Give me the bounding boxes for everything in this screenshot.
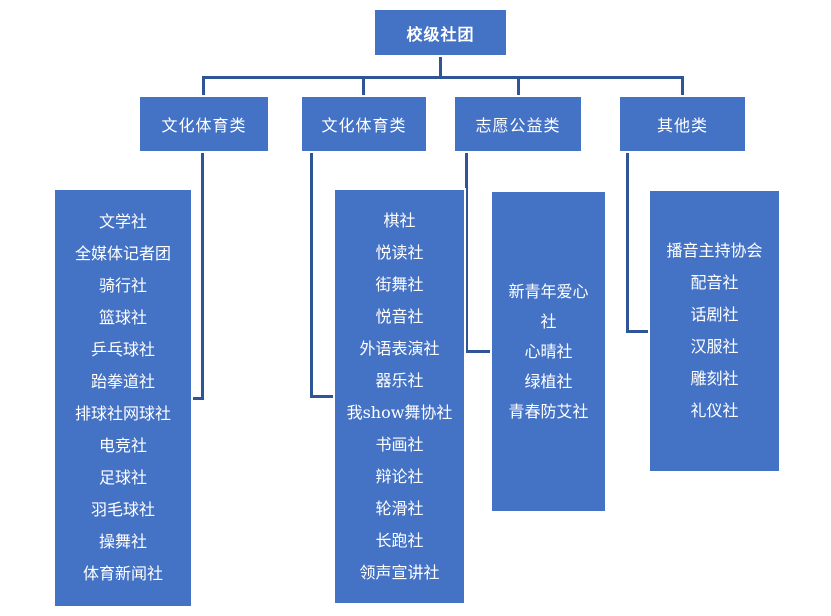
club-item: 雕刻社	[690, 369, 739, 388]
club-item: 棋社	[383, 210, 416, 230]
club-item: 操舞社	[98, 532, 147, 551]
connector-drop-1	[202, 79, 205, 95]
connector-drop-3	[517, 79, 520, 95]
category-node-3: 志愿公益类	[453, 95, 583, 153]
club-item: 跆拳道社	[90, 372, 155, 391]
category-label: 文化体育类	[161, 116, 247, 135]
club-item: 心晴社	[524, 341, 573, 361]
club-item: 羽毛球社	[90, 500, 155, 519]
category-label: 文化体育类	[321, 116, 407, 135]
club-item: 体育新闻社	[82, 564, 163, 583]
club-item: 长跑社	[375, 530, 424, 550]
club-item: 汉服社	[690, 337, 739, 356]
connector-category3-arm	[465, 350, 492, 353]
connector-category3-stem	[465, 153, 468, 353]
connector-category2-arm	[310, 395, 335, 398]
connector-drop-2	[362, 79, 365, 95]
club-list-items: 棋社 悦读社 街舞社 悦音社 外语表演社 器乐社 我show舞协社 书画社 辩论…	[335, 190, 464, 603]
club-item: 轮滑社	[375, 498, 424, 518]
club-item: 我show舞协社	[346, 402, 453, 422]
club-item: 辩论社	[375, 466, 424, 486]
connector-drop-4	[681, 79, 684, 95]
club-item: 悦读社	[375, 242, 424, 262]
club-item: 器乐社	[375, 370, 424, 390]
club-list-1: 文学社 全媒体记者团 骑行社 篮球社 乒乓球社 跆拳道社 排球社网球社 电竞社 …	[53, 188, 193, 608]
club-list-items: 播音主持协会 配音社 话剧社 汉服社 雕刻社 礼仪社	[650, 191, 779, 471]
club-item: 悦音社	[375, 306, 424, 326]
club-list-items: 新青年爱心社 心晴社 绿植社 青春防艾社	[492, 192, 605, 511]
club-item: 篮球社	[98, 308, 147, 327]
category-node-1: 文化体育类	[138, 95, 270, 153]
club-item: 书画社	[375, 434, 424, 454]
club-item: 文学社	[98, 212, 147, 231]
club-item: 排球社网球社	[74, 404, 171, 423]
club-item: 外语表演社	[359, 338, 440, 358]
club-item: 话剧社	[690, 305, 739, 324]
connector-category1-stem	[201, 153, 204, 400]
club-item: 礼仪社	[690, 401, 739, 420]
club-list-4: 播音主持协会 配音社 话剧社 汉服社 雕刻社 礼仪社	[648, 189, 781, 473]
club-item: 绿植社	[524, 371, 573, 391]
connector-category4-stem	[626, 153, 629, 333]
club-list-items: 文学社 全媒体记者团 骑行社 篮球社 乒乓球社 跆拳道社 排球社网球社 电竞社 …	[55, 190, 191, 606]
club-item: 领声宣讲社	[359, 562, 440, 582]
club-item: 骑行社	[98, 276, 147, 295]
club-item: 足球社	[98, 468, 147, 487]
club-item: 青春防艾社	[508, 401, 589, 421]
connector-trunk	[439, 57, 442, 79]
category-label: 志愿公益类	[475, 116, 561, 135]
connector-category2-stem	[310, 153, 313, 398]
club-item: 乒乓球社	[90, 340, 155, 359]
connector-rail	[202, 76, 684, 79]
club-item: 新青年爱心社	[508, 281, 589, 331]
club-item: 电竞社	[98, 436, 147, 455]
connector-category4-arm	[626, 330, 650, 333]
club-item: 配音社	[690, 273, 739, 292]
category-node-4: 其他类	[618, 95, 747, 153]
club-list-3: 新青年爱心社 心晴社 绿植社 青春防艾社	[490, 190, 607, 513]
club-list-2: 棋社 悦读社 街舞社 悦音社 外语表演社 器乐社 我show舞协社 书画社 辩论…	[333, 188, 466, 605]
club-item: 全媒体记者团	[74, 244, 171, 263]
root-node: 校级社团	[373, 8, 508, 57]
club-item: 播音主持协会	[666, 241, 763, 260]
category-label: 其他类	[656, 116, 708, 135]
category-node-2: 文化体育类	[300, 95, 428, 153]
club-item: 街舞社	[375, 274, 424, 294]
connector-category1-arm	[191, 397, 204, 400]
root-label: 校级社团	[406, 24, 475, 44]
